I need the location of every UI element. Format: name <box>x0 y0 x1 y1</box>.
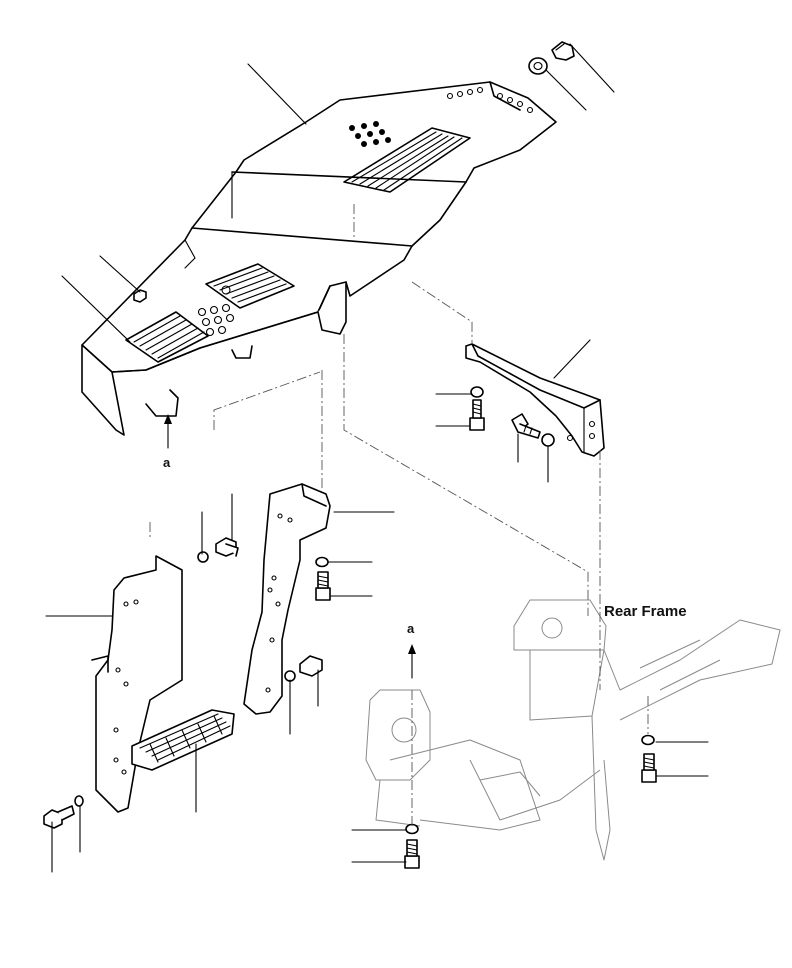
view-arrow-a-lower: a <box>407 621 416 679</box>
left-step-bracket <box>91 555 183 813</box>
hex-nut <box>133 289 147 303</box>
edge-holes <box>446 86 534 114</box>
washer-center <box>315 556 329 568</box>
view-label-a-upper: a <box>163 455 171 470</box>
lower-bolt-pattern <box>197 303 235 337</box>
washer-lower-left <box>74 795 84 807</box>
bolt-lower-left <box>43 805 75 829</box>
bolt-center <box>315 571 331 601</box>
mount-bolt-top <box>551 41 575 61</box>
side-bracket <box>465 343 605 457</box>
leader-lines <box>45 43 709 873</box>
bolt-frame-lower <box>404 839 420 869</box>
rubber-bushing <box>528 57 548 75</box>
washer-bracket-left <box>470 386 484 398</box>
perforated-plate-right <box>205 263 295 309</box>
upper-bolt-pattern <box>349 121 391 147</box>
view-label-a-lower: a <box>407 621 415 636</box>
ribbed-tread-plate <box>343 127 471 193</box>
washer-bracket-right <box>541 433 555 447</box>
center-step-stay <box>243 483 331 715</box>
bolt-bracket-right <box>511 413 541 439</box>
bolt-lower-center <box>299 655 323 677</box>
perforated-plate-left <box>125 311 209 363</box>
assembly-centerlines <box>149 204 649 826</box>
ribbed-step <box>131 709 235 771</box>
bolt-frame-right <box>641 753 657 783</box>
view-arrow-a-upper: a <box>163 414 172 470</box>
bolt-bracket-left <box>469 399 485 431</box>
rear-frame-label: Rear Frame <box>604 603 687 620</box>
floor-platform <box>81 81 557 436</box>
bolt-upper-left <box>215 537 239 557</box>
rear-frame <box>365 599 781 861</box>
washer-upper-left <box>197 551 209 563</box>
washer-frame-right <box>641 734 655 746</box>
